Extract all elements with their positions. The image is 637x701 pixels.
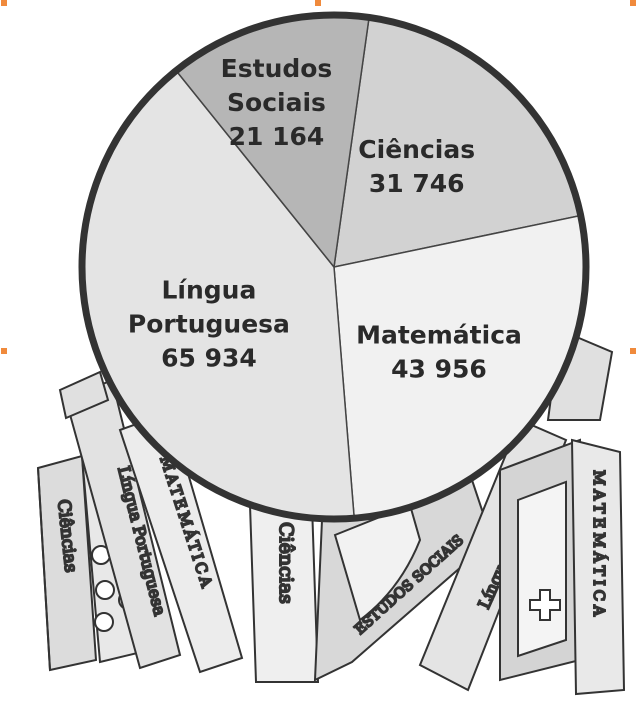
slice-value-label: 43 956 <box>391 355 487 384</box>
book-ornate <box>499 438 581 682</box>
handle-top-left <box>1 0 7 6</box>
pie-rim <box>78 11 590 523</box>
handle-mid-right <box>630 348 636 354</box>
slice-category-label: Portuguesa <box>128 310 290 339</box>
slice-value-label: 21 164 <box>229 122 325 151</box>
book-ciencias-left: Ciências <box>36 454 98 672</box>
slice-category-label: Ciências <box>358 135 475 164</box>
slice-category-label: Língua <box>161 276 256 305</box>
slice-category-label: Sociais <box>227 88 326 117</box>
book-spine-label: MATEMÁTICA <box>590 470 608 620</box>
handle-top-right <box>630 0 636 6</box>
handle-mid-left <box>1 348 7 354</box>
book-matematica-right: MATEMÁTICA <box>570 438 626 696</box>
book-spine-label: Ciências <box>275 522 297 604</box>
pie <box>81 14 587 520</box>
handle-top-mid <box>315 0 321 6</box>
book-ciencias-center: Ciências <box>248 499 320 683</box>
slice-value-label: 65 934 <box>161 344 257 373</box>
slice-category-label: Estudos <box>221 54 333 83</box>
slice-category-label: Matemática <box>356 321 522 350</box>
slice-value-label: 31 746 <box>369 169 465 198</box>
